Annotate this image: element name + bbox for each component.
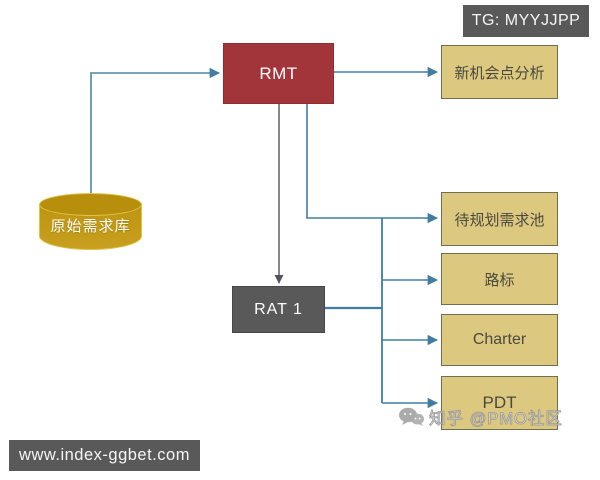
node-charter: Charter: [441, 314, 558, 366]
node-source-db-cylinder: 原始需求库: [39, 193, 142, 251]
cylinder-top-ellipse: [39, 193, 142, 216]
node-rmt: RMT: [223, 43, 334, 104]
node-pdt: PDT: [441, 376, 558, 430]
node-roadmap: 路标: [441, 253, 558, 305]
node-opportunity-label: 新机会点分析: [454, 64, 545, 82]
site-url-label: www.index-ggbet.com: [19, 446, 190, 464]
node-pdt-label: PDT: [482, 393, 517, 412]
node-charter-label: Charter: [472, 331, 527, 348]
wechat-icon: [399, 407, 424, 426]
tg-badge: TG: MYYJJPP: [463, 5, 589, 37]
edge-rmt-to-pool: [306, 104, 439, 224]
node-pool-label: 待规划需求池: [454, 211, 545, 229]
node-requirements-pool: 待规划需求池: [441, 192, 558, 246]
site-url-badge: www.index-ggbet.com: [9, 440, 200, 471]
node-opportunity-analysis: 新机会点分析: [441, 45, 558, 99]
node-rmt-label: RMT: [259, 63, 298, 83]
node-source-db-label: 原始需求库: [50, 218, 131, 235]
node-roadmap-label: 路标: [484, 271, 515, 289]
edge-source-to-rmt: [90, 67, 221, 193]
node-rat1: RAT 1: [232, 286, 325, 333]
tg-badge-label: TG: MYYJJPP: [471, 12, 581, 29]
node-rat1-label: RAT 1: [254, 300, 303, 318]
